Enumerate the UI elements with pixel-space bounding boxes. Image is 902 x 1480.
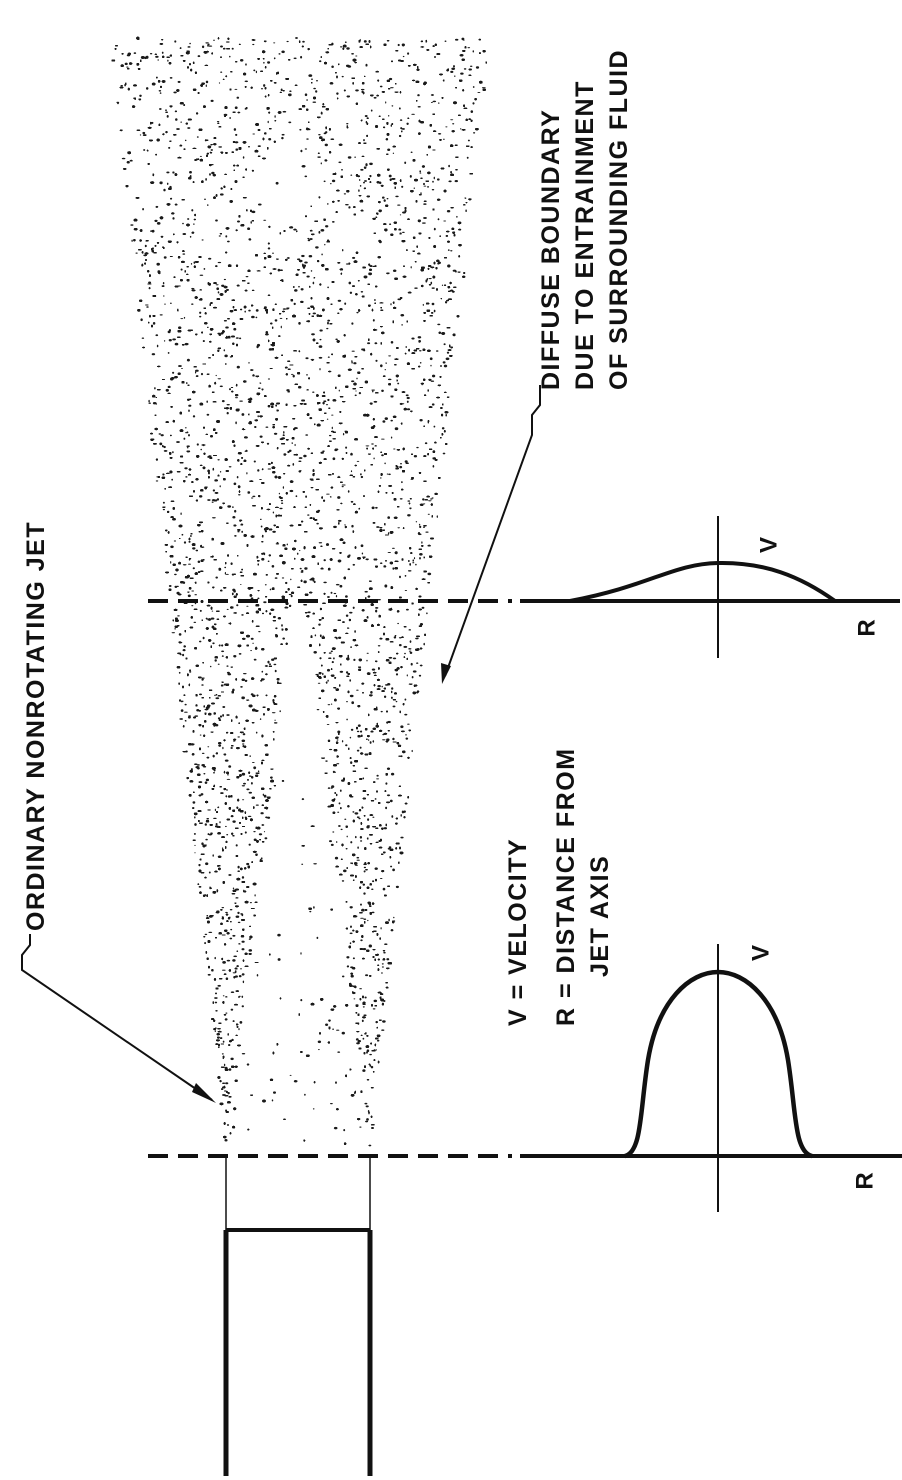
callout-boundary <box>441 385 541 684</box>
legend-velocity: V = VELOCITY <box>504 838 532 1026</box>
label-boundary-3: OF SURROUNDING FLUID <box>605 49 633 390</box>
velocity-profile-lower <box>520 944 902 1212</box>
v-label-lower: V <box>747 945 774 961</box>
label-ordinary-jet: ORDINARY NONROTATING JET <box>22 521 50 931</box>
jet-plume <box>111 36 487 1147</box>
nozzle <box>223 1156 373 1476</box>
label-boundary-1: DIFFUSE BOUNDARY <box>537 109 565 390</box>
v-label-upper: V <box>755 537 782 553</box>
legend-jet-axis: JET AXIS <box>586 855 614 977</box>
r-label-upper: R <box>853 619 880 636</box>
r-label-lower: R <box>851 1172 878 1189</box>
profile-curve-upper <box>569 560 837 603</box>
profile-curve-lower <box>624 969 813 1159</box>
label-boundary-2: DUE TO ENTRAINMENT <box>571 80 599 390</box>
callout-jet <box>21 934 216 1103</box>
velocity-profile-upper <box>520 516 900 658</box>
legend-distance: R = DISTANCE FROM <box>552 747 580 1026</box>
